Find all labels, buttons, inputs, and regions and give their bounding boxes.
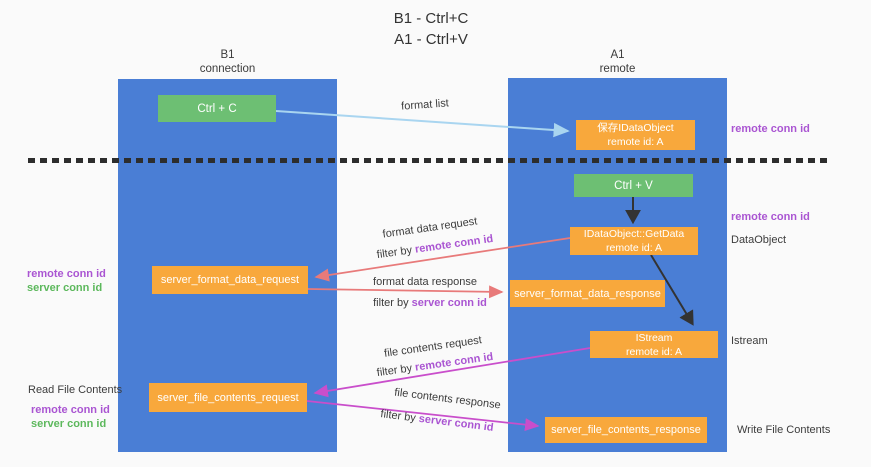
diagram-title: B1 - Ctrl+C A1 - Ctrl+V bbox=[0, 8, 862, 50]
read-file-contents-annotation: Read File Contents bbox=[28, 384, 123, 396]
remote-conn-id-annotation-mid: remote conn id bbox=[731, 211, 810, 223]
filter-by-server-1-label: filter by server conn id bbox=[355, 297, 505, 309]
ctrl-c-box: Ctrl + C bbox=[158, 95, 276, 122]
left-column-header: B1 connection bbox=[118, 48, 337, 76]
remote-conn-id-annotation-left-2: remote conn id bbox=[31, 404, 110, 416]
server-conn-id-text: server conn id bbox=[411, 297, 487, 309]
remote-conn-id-annotation-left-1: remote conn id bbox=[27, 268, 106, 280]
istream-line1: IStream bbox=[635, 331, 673, 344]
server-conn-id-text: server conn id bbox=[418, 412, 495, 434]
istream-annotation: Istream bbox=[731, 335, 768, 347]
idataobject-getdata-box: IDataObject::GetData remote id: A bbox=[570, 227, 698, 255]
server-conn-id-annotation-left-1: server conn id bbox=[27, 282, 103, 294]
istream-line2: remote id: A bbox=[625, 345, 683, 358]
filter-by-text: filter by bbox=[376, 362, 413, 380]
save-idataobject-line1: 保存IDataObject bbox=[597, 122, 674, 134]
ctrl-v-box: Ctrl + V bbox=[574, 174, 693, 197]
title-line-1: B1 - Ctrl+C bbox=[393, 10, 469, 27]
left-column-name: B1 bbox=[220, 49, 235, 61]
right-column-role: remote bbox=[599, 63, 636, 75]
filter-by-text: filter by bbox=[379, 408, 417, 425]
write-file-contents-annotation: Write File Contents bbox=[737, 424, 831, 436]
remote-conn-id-text: remote conn id bbox=[414, 350, 494, 374]
save-idataobject-line2: remote id: A bbox=[607, 136, 664, 148]
server-conn-id-annotation-left-2: server conn id bbox=[31, 418, 107, 430]
server-file-contents-response-box: server_file_contents_response bbox=[545, 417, 707, 443]
right-column-name: A1 bbox=[610, 49, 625, 61]
right-column-header: A1 remote bbox=[508, 48, 727, 76]
getdata-line2: remote id: A bbox=[605, 242, 663, 254]
istream-box: IStream remote id: A bbox=[590, 331, 718, 358]
format-list-label: format list bbox=[400, 97, 450, 113]
server-format-data-request-box: server_format_data_request bbox=[152, 266, 308, 294]
remote-conn-id-annotation-top: remote conn id bbox=[731, 123, 810, 135]
arrow-format-data-response bbox=[307, 285, 504, 299]
dataobject-annotation: DataObject bbox=[731, 234, 787, 246]
filter-by-text: filter by bbox=[376, 244, 413, 262]
file-contents-response-label: file contents response bbox=[393, 386, 502, 412]
server-format-data-response-box: server_format_data_response bbox=[510, 280, 665, 307]
filter-by-server-2-label: filter by server conn id bbox=[362, 406, 512, 436]
dashed-divider bbox=[28, 158, 830, 163]
remote-conn-id-text: remote conn id bbox=[414, 232, 494, 256]
getdata-line1: IDataObject::GetData bbox=[583, 228, 685, 240]
format-data-response-label: format data response bbox=[373, 276, 477, 288]
left-column-role: connection bbox=[199, 63, 256, 75]
title-line-2: A1 - Ctrl+V bbox=[394, 31, 468, 48]
save-idataobject-box: 保存IDataObject remote id: A bbox=[576, 120, 695, 150]
server-file-contents-request-box: server_file_contents_request bbox=[149, 383, 307, 412]
filter-by-text: filter by bbox=[373, 297, 409, 309]
